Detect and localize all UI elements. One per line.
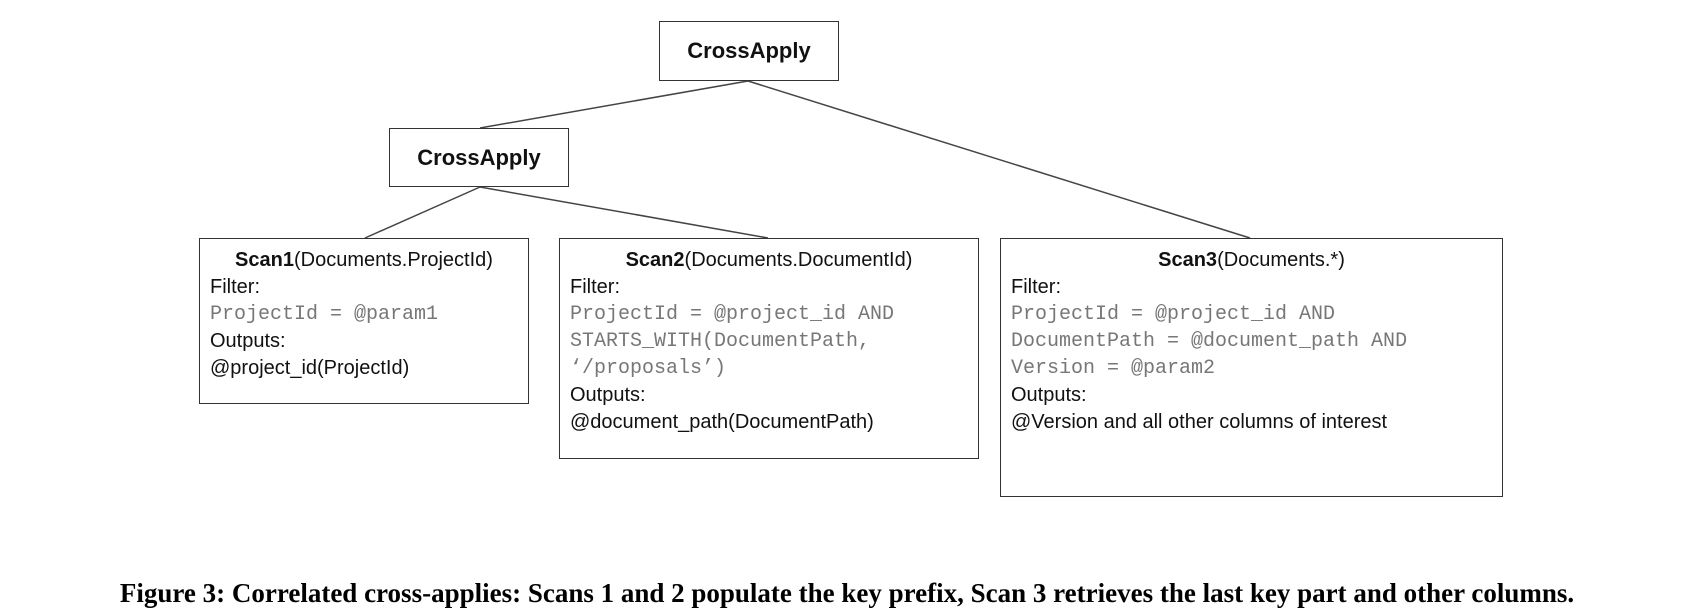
scan3-title: Scan3(Documents.*) <box>1011 247 1492 274</box>
scan2-filter-line: ProjectId = @project_id AND <box>570 303 895 326</box>
scan1-filter-line: ProjectId = @param1 <box>210 303 439 326</box>
scan2-output-line: @document_path(DocumentPath) <box>570 411 874 433</box>
edge-inner-to-scan1 <box>364 186 481 239</box>
scan1-title: Scan1(Documents.ProjectId) <box>210 247 518 274</box>
scan3-node: Scan3(Documents.*) Filter: ProjectId = @… <box>1000 238 1503 497</box>
scan1-name: Scan1 <box>235 249 294 271</box>
scan3-filter-line: Version = @param2 <box>1011 357 1216 380</box>
root-crossapply-node: CrossApply <box>659 21 839 81</box>
scan3-filter-line: ProjectId = @project_id AND <box>1011 303 1336 326</box>
inner-crossapply-label: CrossApply <box>417 144 541 170</box>
root-crossapply-label: CrossApply <box>687 38 811 63</box>
scan3-target: (Documents.*) <box>1217 249 1345 271</box>
scan2-name: Scan2 <box>625 249 685 271</box>
scan3-output-line: @Version and all other columns of intere… <box>1011 411 1388 433</box>
scan3-name: Scan3 <box>1158 249 1218 271</box>
scan2-filter-label: Filter: <box>570 276 620 298</box>
scan3-outputs-label: Outputs: <box>1011 384 1087 406</box>
scan1-target: (Documents.ProjectId) <box>293 249 493 271</box>
scan2-title: Scan2(Documents.DocumentId) <box>570 247 968 274</box>
inner-crossapply-node: CrossApply <box>389 128 569 187</box>
edge-root-to-inner <box>479 80 749 129</box>
scan2-filter-line: STARTS_WITH(DocumentPath, <box>570 330 871 353</box>
scan1-filter-label: Filter: <box>210 276 260 298</box>
edge-root-to-scan3 <box>747 80 1251 239</box>
scan1-node: Scan1(Documents.ProjectId) Filter: Proje… <box>199 238 529 404</box>
edge-inner-to-scan2 <box>479 186 769 239</box>
scan2-outputs-label: Outputs: <box>570 384 646 406</box>
scan2-filter-line: ‘/proposals’) <box>570 357 727 380</box>
scan2-target: (Documents.DocumentId) <box>684 249 913 271</box>
scan3-filter-line: DocumentPath = @document_path AND <box>1011 330 1408 353</box>
scan2-node: Scan2(Documents.DocumentId) Filter: Proj… <box>559 238 979 459</box>
scan1-outputs-label: Outputs: <box>210 330 286 352</box>
scan1-output-line: @project_id(ProjectId) <box>210 357 410 379</box>
scan3-filter-label: Filter: <box>1011 276 1061 298</box>
figure-caption: Figure 3: Correlated cross-applies: Scan… <box>119 578 1575 608</box>
